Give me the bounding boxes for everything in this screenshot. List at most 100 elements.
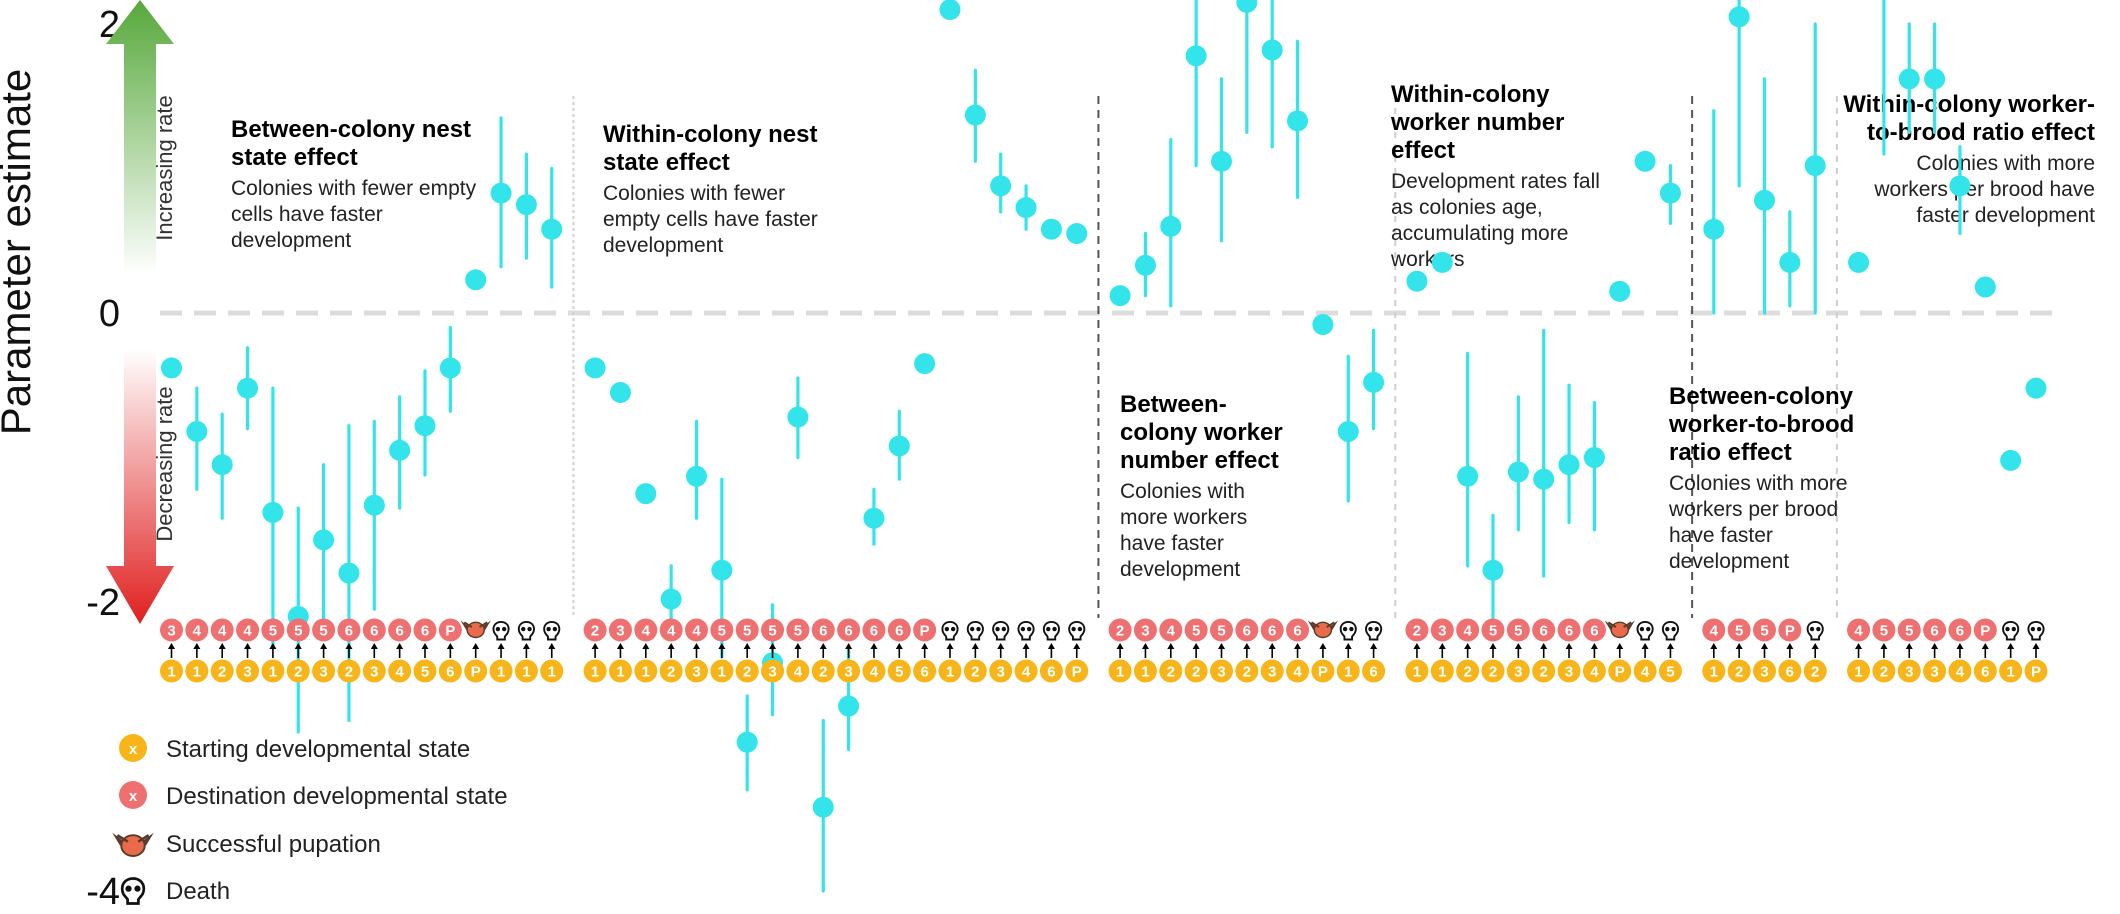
annotation-title-line: Between-colony (1669, 383, 1854, 410)
start-state-badge-label: 5 (895, 664, 903, 681)
start-state-badge (938, 659, 962, 683)
y-axis-label: Parameter estimate (0, 69, 39, 435)
dest-state-badge-label: 4 (243, 623, 252, 640)
start-state-badge-label: 3 (1905, 664, 1913, 681)
start-state-badge-label: 2 (1243, 664, 1251, 681)
start-state-badge-label: P (1615, 664, 1625, 681)
skull-outline (120, 877, 146, 905)
skull-outline (1017, 620, 1035, 641)
start-state-badge-label: 3 (319, 664, 327, 681)
skull-eye (2011, 626, 2016, 632)
skull-eye (527, 626, 532, 632)
estimate-point (1236, 0, 1258, 13)
dest-state-badge-label: 5 (1735, 623, 1743, 640)
start-state-badge (989, 659, 1013, 683)
estimate-point (939, 0, 961, 21)
transition-arrowhead (616, 643, 624, 649)
start-state-badge-label: 1 (548, 664, 556, 681)
start-state-badge (1506, 659, 1530, 683)
skull-eye (495, 626, 501, 632)
dest-state-badge (735, 618, 759, 642)
annotation-body-line: development (231, 229, 351, 252)
annotation-body-line: workers per brood (1668, 498, 1838, 521)
start-state-badge (2024, 659, 2048, 683)
dest-state-badge (1184, 618, 1208, 642)
skull-eye (546, 626, 551, 632)
estimate-point (1261, 39, 1283, 61)
estimate-point (161, 357, 182, 379)
annotation-body-line: have faster (1120, 532, 1224, 555)
estimate-point (338, 562, 360, 584)
start-state-badge-label: 3 (1565, 664, 1573, 681)
start-state-badge (1210, 659, 1233, 683)
transition-arrowhead (667, 643, 675, 649)
start-state-badge (185, 659, 209, 683)
pupation-icon (460, 620, 491, 639)
death-icon (941, 620, 959, 641)
skull-eye (1071, 626, 1076, 632)
start-state-badge (786, 659, 810, 683)
death-icon (1339, 620, 1357, 641)
transition-arrowhead (1956, 643, 1964, 649)
legend-start-badge (119, 734, 147, 762)
dest-state-badge (786, 618, 810, 642)
start-state-badge (1336, 659, 1360, 683)
transition-arrowhead (1616, 643, 1624, 649)
skull-eye (970, 626, 975, 632)
start-state-badge (464, 659, 488, 683)
skull-outline (1806, 620, 1824, 641)
dest-state-badge-label: 5 (1192, 623, 1200, 640)
transition-arrowhead (269, 643, 277, 649)
dest-state-badge-label: 6 (1590, 623, 1598, 640)
pupa-antenna (1607, 621, 1632, 628)
start-state-badge-label: 1 (616, 664, 624, 681)
transition-arrowhead (1590, 643, 1598, 649)
start-state-badge-label: 3 (370, 664, 378, 681)
transition-arrowhead (1641, 643, 1649, 649)
annotation-body-line: more workers (1120, 506, 1247, 529)
start-state-badge-label: 2 (971, 664, 979, 681)
start-state-badge (1872, 659, 1896, 683)
dest-state-badge-label: 5 (794, 623, 802, 640)
annotation-body-line: Colonies with (1120, 480, 1245, 503)
transition-arrowhead (168, 643, 175, 649)
skull-eye (976, 626, 981, 632)
dest-state-badge (913, 618, 937, 642)
estimate-point (609, 381, 631, 403)
start-state-badge-label: 1 (591, 664, 599, 681)
skull-eye (1052, 626, 1057, 632)
dest-state-badge-label: 6 (370, 623, 378, 640)
start-state-badge (1362, 659, 1386, 683)
y-tick-label: 0 (99, 293, 120, 335)
start-state-badge-label: 2 (218, 664, 226, 681)
skull-eye (1342, 626, 1348, 632)
transition-arrowhead (1413, 643, 1421, 649)
start-state-badge-label: P (471, 664, 481, 681)
estimate-point (1363, 371, 1385, 393)
transition-arrowhead (1735, 643, 1743, 649)
start-state-badge-label: 6 (920, 664, 928, 681)
start-state-badge-label: 6 (1047, 664, 1055, 681)
annotation-body-line: cells have faster (231, 203, 383, 226)
estimate-point (660, 588, 682, 610)
start-state-badge (1133, 659, 1157, 683)
transition-arrowhead (1464, 643, 1472, 649)
estimate-point (389, 439, 411, 461)
dest-state-badge (608, 618, 632, 642)
dest-state-badge-label: 4 (692, 623, 701, 640)
start-state-badge (438, 659, 462, 683)
dest-state-badge (1286, 618, 1310, 642)
transition-arrowhead (1047, 643, 1055, 649)
skull-eye (1665, 626, 1670, 632)
skull-outline (517, 620, 535, 641)
skull-outline (1636, 620, 1654, 641)
transition-arrowhead (1811, 643, 1819, 649)
start-state-badge (1803, 659, 1827, 683)
estimate-point (1160, 215, 1182, 237)
start-state-badge-label: 1 (193, 664, 201, 681)
start-state-badge-label: 1 (1344, 664, 1352, 681)
transition-arrowhead (421, 643, 429, 649)
skull-eye (1639, 626, 1645, 632)
